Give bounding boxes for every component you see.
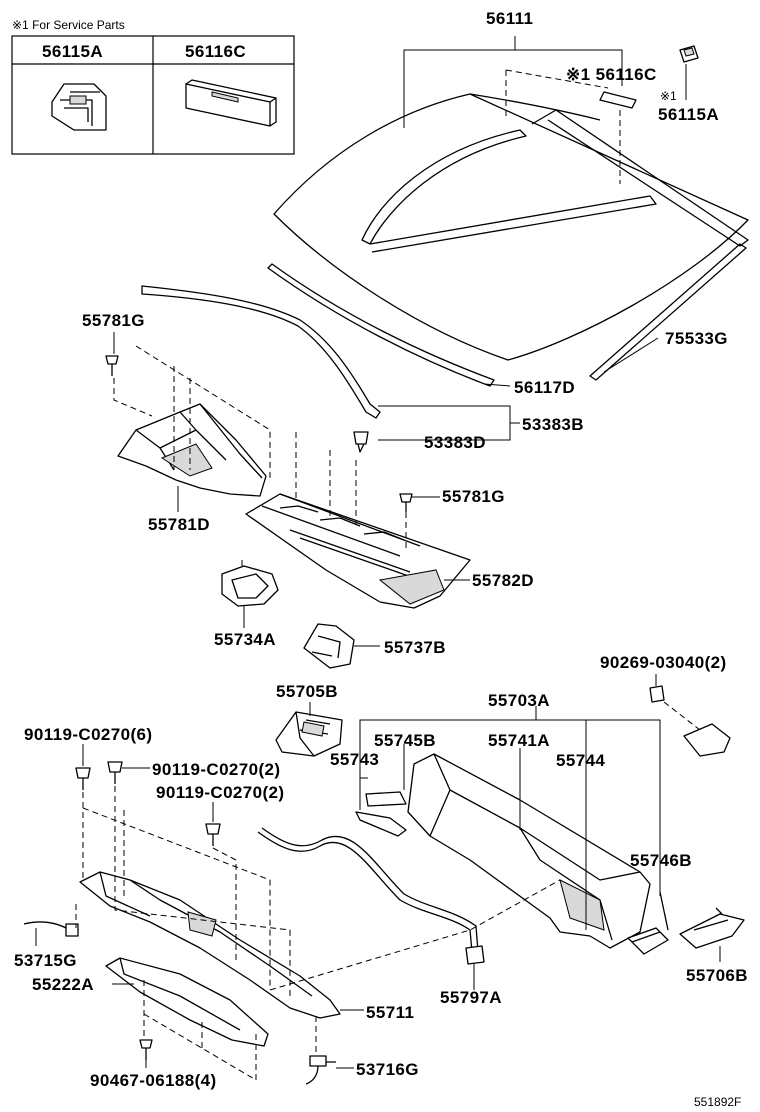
label-55711: 55711 xyxy=(366,1003,414,1022)
label-90269: 90269-03040(2) xyxy=(600,653,727,672)
leaders-top xyxy=(403,36,687,387)
label-53383B: 53383B xyxy=(522,415,584,434)
strip-56116C-part xyxy=(599,91,637,109)
service-box-col1-label: 56115A xyxy=(42,42,103,61)
label-53383D: 53383D xyxy=(424,433,486,452)
label-55222A: 55222A xyxy=(32,975,94,994)
label-75533G: 75533G xyxy=(665,329,728,348)
service-box-col2-label: 56116C xyxy=(185,42,246,61)
service-parts-box: ※1 For Service Parts 56115A 56116C xyxy=(11,18,295,155)
label-53716G: 53716G xyxy=(356,1060,419,1079)
leader-55703A xyxy=(359,719,661,896)
bolt-90119-6 xyxy=(75,767,91,790)
bracket-55734A xyxy=(221,565,279,607)
panel-55222A xyxy=(105,957,269,1047)
label-55737B: 55737B xyxy=(384,638,446,657)
label-55705B: 55705B xyxy=(276,682,338,701)
part-labels: 56111 ※1 56116C ※1 56115A 75533G 56117D … xyxy=(14,9,748,1109)
label-55706B: 55706B xyxy=(686,966,748,985)
part-53716G xyxy=(305,1055,336,1085)
label-55703A: 55703A xyxy=(488,691,550,710)
clip-56115A-part xyxy=(679,45,699,63)
part-55705B xyxy=(275,711,343,757)
label-55743: 55743 xyxy=(330,750,379,769)
bracket-55706B xyxy=(679,907,745,949)
label-90119-6: 90119-C0270(6) xyxy=(24,725,152,744)
label-55744: 55744 xyxy=(556,751,605,770)
label-55746B: 55746B xyxy=(630,851,692,870)
label-90119-2a: 90119-C0270(2) xyxy=(152,760,280,779)
bolt-90119-2b xyxy=(205,823,221,846)
clip-90269 xyxy=(649,685,731,757)
label-90467: 90467-06188(4) xyxy=(90,1071,217,1090)
strip-56116C-illustration xyxy=(185,79,277,127)
cowl-panel-55781D xyxy=(117,403,267,497)
hose-55797A xyxy=(257,827,485,965)
clip-56115A-illustration xyxy=(51,83,107,131)
cowl-louver-55782D xyxy=(245,493,471,609)
label-55797A: 55797A xyxy=(440,988,502,1007)
label-55781G-left: 55781G xyxy=(82,311,145,330)
label-56117D: 56117D xyxy=(514,378,575,397)
label-56111: 56111 xyxy=(486,9,533,28)
bolt-90119-2a xyxy=(107,761,123,784)
label-note1: ※1 xyxy=(660,89,677,103)
label-55781G-right: 55781G xyxy=(442,487,505,506)
label-55741A: 55741A xyxy=(488,731,550,750)
guides-cowl xyxy=(113,345,407,572)
clip-53383D xyxy=(353,431,369,453)
figure-code: 551892F xyxy=(694,1095,741,1109)
label-56116C: ※1 56116C xyxy=(566,65,657,84)
label-56115A: 56115A xyxy=(658,105,719,124)
screw-90467 xyxy=(139,1039,153,1060)
cowl-weatherstrip-53383B xyxy=(141,285,520,441)
label-90119-2b: 90119-C0270(2) xyxy=(156,783,284,802)
windshield-glass-56111 xyxy=(267,93,749,387)
screw-55781G-left xyxy=(105,355,119,376)
cowl-panel-55703A xyxy=(355,753,651,949)
part-53715G xyxy=(23,921,79,937)
cowl-bracket-55746B xyxy=(627,891,669,955)
label-55782D: 55782D xyxy=(472,571,534,590)
bracket-55737B xyxy=(303,623,355,669)
label-55745B: 55745B xyxy=(374,731,436,750)
service-parts-note: ※1 For Service Parts xyxy=(12,18,125,32)
guides-lower xyxy=(75,786,561,1081)
cowl-lower-55711 xyxy=(79,871,341,1019)
screw-55781G-right xyxy=(399,493,413,512)
label-55734A: 55734A xyxy=(214,630,276,649)
label-53715G: 53715G xyxy=(14,951,77,970)
label-55781D: 55781D xyxy=(148,515,210,534)
